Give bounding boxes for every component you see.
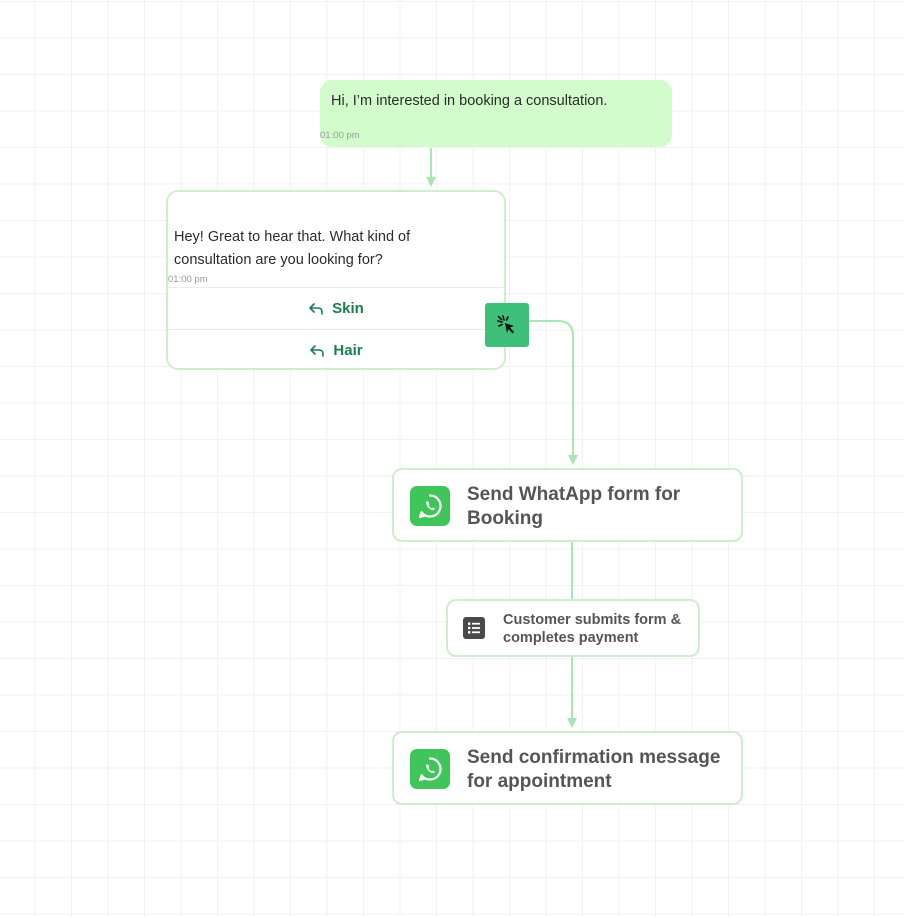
submit-form-step[interactable]: Customer submits form & completes paymen… [446, 599, 700, 657]
incoming-message-time: 01:00 pm [320, 130, 360, 141]
confirmation-step[interactable]: Send confirmation message for appointmen… [392, 731, 743, 805]
submit-form-title: Customer submits form & completes paymen… [503, 612, 682, 646]
reply-arrow-icon [309, 302, 323, 315]
send-form-step[interactable]: Send WhatApp form for Booking [392, 468, 743, 542]
reply-arrow-icon [310, 344, 325, 357]
form-list-icon [463, 617, 485, 639]
confirmation-title: Send confirmation message for appointmen… [467, 747, 721, 792]
incoming-message-text: Hi, I’m interested in booking a consulta… [331, 93, 608, 109]
reply-message-card: Hey! Great to hear that. What kind of co… [166, 190, 506, 370]
whatsapp-icon [410, 749, 450, 789]
whatsapp-icon [410, 486, 450, 526]
send-form-title: Send WhatApp form for Booking [467, 484, 681, 529]
quick-reply-hair[interactable]: Hair [168, 329, 504, 371]
connector-click-to-form [529, 320, 578, 465]
click-trigger-badge[interactable] [485, 303, 529, 347]
quick-reply-label: Skin [332, 300, 364, 317]
reply-message-text: Hey! Great to hear that. What kind of co… [174, 229, 411, 268]
cursor-click-icon [497, 315, 514, 334]
reply-message-time: 01:00 pm [168, 274, 208, 285]
incoming-message-bubble: Hi, I’m interested in booking a consulta… [320, 80, 672, 147]
quick-reply-label: Hair [333, 342, 363, 359]
quick-reply-skin[interactable]: Skin [168, 287, 504, 329]
